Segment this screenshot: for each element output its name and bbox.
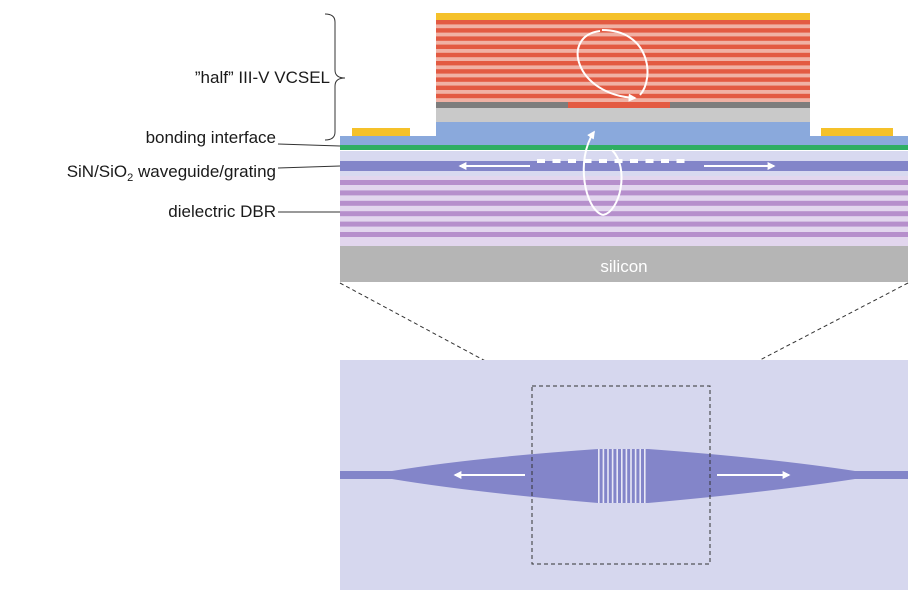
right-contact [821,128,893,136]
grating-tooth [568,159,576,163]
top-dbr-stack [436,20,810,102]
zoom-box [531,385,711,565]
dbr-purple-layer [340,232,908,237]
grating-tooth [645,159,654,163]
sin-waveguide-layer [340,161,908,171]
labels: ”half” III-V VCSEL bonding interface SiN… [67,13,346,221]
light-grey-layer [436,108,810,122]
dbr-label: dielectric DBR [168,202,276,221]
top-view-grating [598,449,646,503]
top-dbr-red-layer [436,52,810,58]
dbr-purple-layer [340,211,908,217]
circulation-arrow-icon [576,29,649,216]
top-dbr-red-layer [436,44,810,49]
tapered-waveguide [340,449,908,503]
waveguide-label: SiN/SiO2 waveguide/grating [67,162,276,184]
grating-line [611,449,614,503]
top-dbr-red-layer [436,69,810,74]
silicon-substrate [340,246,908,282]
bonding-leader [277,143,341,147]
grating-line [616,449,618,503]
cross-section: silicon [340,13,908,282]
waveguide-leader [277,165,341,169]
grating-line [634,449,637,503]
dielectric-dbr [340,176,908,246]
top-dbr-red-layer [436,61,810,66]
vcsel-label: ”half” III-V VCSEL [195,68,330,87]
top-view [340,360,908,590]
bonding-interface-layer [340,144,908,150]
grating-line [625,449,628,503]
grating-line [621,449,623,503]
top-dbr-red-layer [436,77,810,82]
dbr-purple-layer [340,180,908,185]
grating-line [644,449,646,503]
oxide-aperture [568,102,670,108]
grating-tooth [537,159,545,163]
grating-line [639,449,641,503]
silicon-label: silicon [600,257,647,276]
vcsel-bracket [324,13,346,141]
grating-line [598,449,600,503]
grating-tooth [676,159,685,163]
top-dbr-red-layer [436,20,810,25]
grating-tooth [599,159,607,163]
top-dbr-red-layer [436,36,810,41]
grating-line [630,449,632,503]
left-contact [352,128,410,136]
top-contact [436,13,810,20]
grating-line [602,449,605,503]
top-dbr-red-layer [436,85,810,90]
grating-tooth [583,159,592,163]
dbr-purple-layer [340,190,908,196]
mesa-blue-layer [436,122,810,144]
grating-line [607,449,609,503]
grating-tooth [630,159,638,163]
grating-tooth [552,159,561,163]
dbr-purple-layer [340,200,908,206]
dbr-purple-layer [340,221,908,227]
top-dbr-red-layer [436,28,810,33]
bonding-interface-label: bonding interface [146,128,276,147]
grating-tooth [661,159,669,163]
